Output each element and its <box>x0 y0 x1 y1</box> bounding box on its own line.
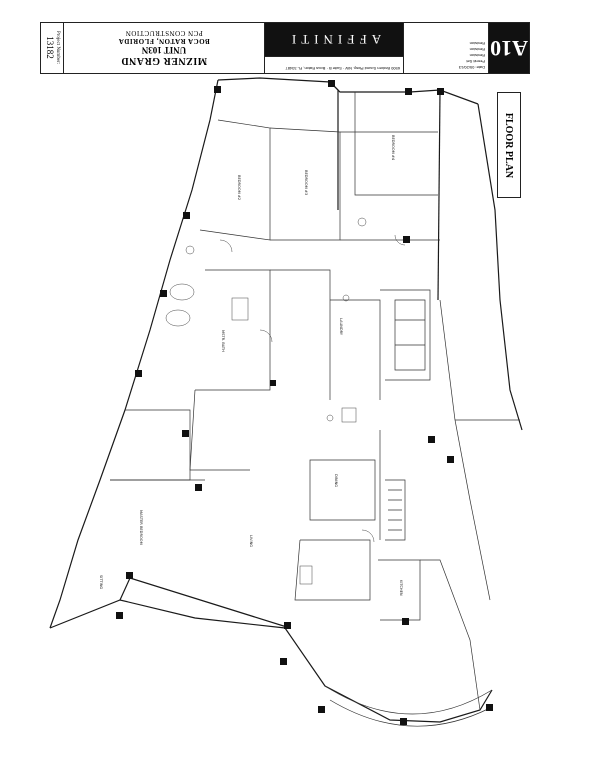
room-label-bedroom4: BEDROOM #4 <box>391 135 395 161</box>
room-label-laundry: LAUNDRY <box>339 318 343 336</box>
room-label-bedroom3: BEDROOM #3 <box>304 170 308 195</box>
room-label-master-bath: MSTR. BATH <box>221 330 225 352</box>
sheet-title-box: FLOOR PLAN <box>497 92 521 198</box>
structural-columns <box>116 80 493 725</box>
interior-walls <box>110 92 520 727</box>
room-label-master-bedroom: MASTER BEDROOM <box>139 510 143 545</box>
fixtures <box>165 217 406 585</box>
room-label-kitchen: KITCHEN <box>399 580 403 596</box>
room-labels: BEDROOM #2 BEDROOM #3 BEDROOM #4 MSTR. B… <box>99 135 403 596</box>
room-label-bedroom2: BEDROOM #2 <box>237 175 241 200</box>
room-label-sitting: SITTING <box>99 575 103 589</box>
room-label-living: LIVING <box>249 535 253 547</box>
room-label-dining: DINING <box>334 474 338 487</box>
